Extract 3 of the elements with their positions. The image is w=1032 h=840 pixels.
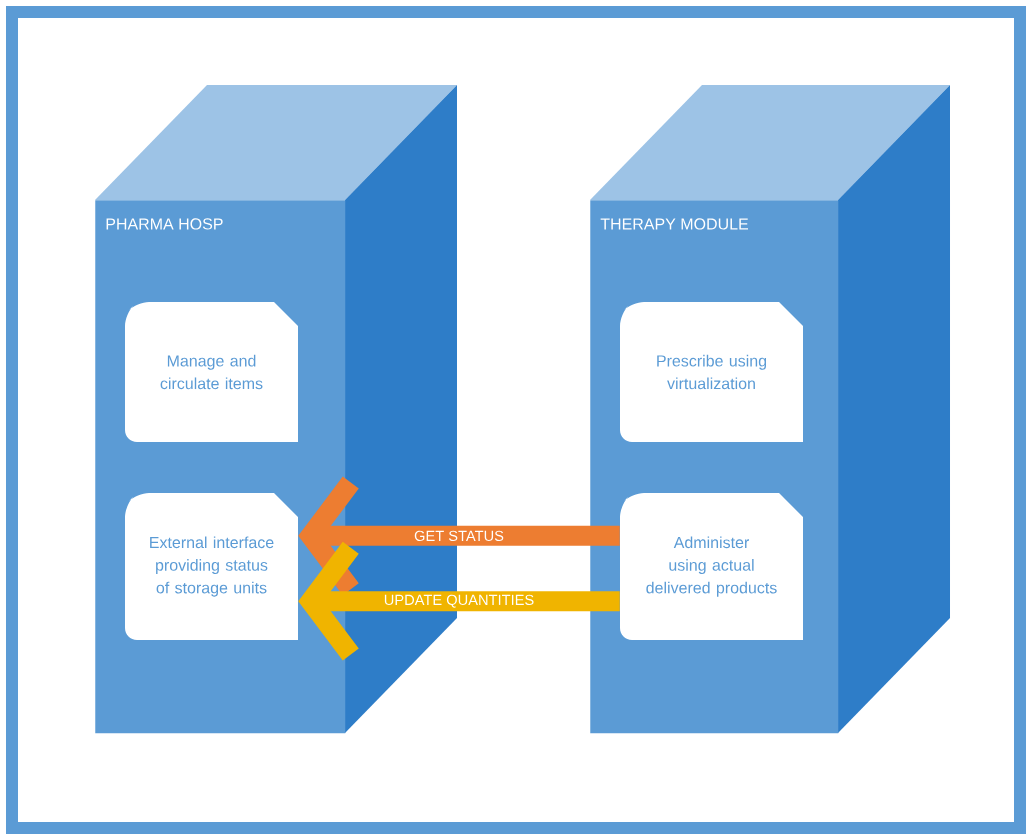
edge-label: GET STATUS bbox=[412, 529, 506, 543]
edge-label: UPDATE QUANTITIES bbox=[382, 593, 536, 609]
arrow bbox=[298, 541, 620, 661]
